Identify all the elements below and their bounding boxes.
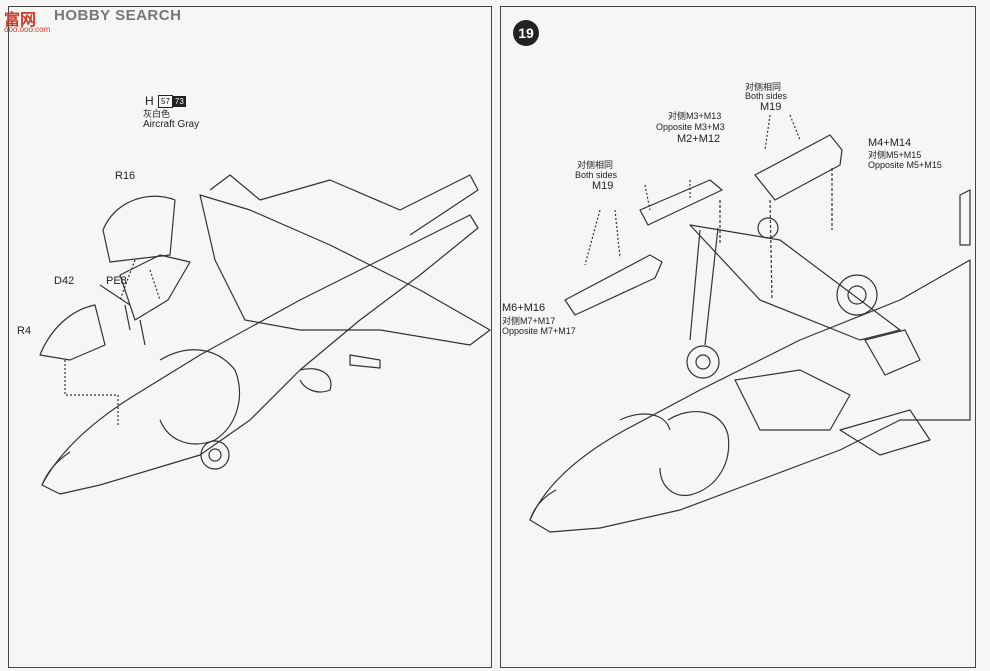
label-m19-top: M19: [760, 101, 782, 113]
left-intake: [159, 349, 241, 445]
label-m6-m16: M6+M16: [502, 302, 546, 314]
m7-cn: 对侧M7+M17: [502, 316, 556, 326]
paint-code-a: 57: [158, 95, 173, 108]
left-wing: [199, 194, 491, 346]
label-r16: R16: [115, 170, 136, 182]
paint-cn: 灰白色: [143, 109, 171, 119]
both-sides-top: Both sides: [745, 91, 788, 101]
left-canopy-r16: [102, 195, 176, 263]
part-m2: [639, 179, 723, 226]
label-m19-left: M19: [592, 180, 614, 192]
m3-opposite: Opposite M3+M3: [656, 122, 725, 132]
both-sides-left: Both sides: [575, 170, 618, 180]
step-number-badge: 19: [513, 20, 539, 46]
m7-opposite: Opposite M7+M17: [502, 326, 576, 336]
watermark-en: HOBBY SEARCH: [54, 7, 182, 24]
right-wing-up: [689, 224, 901, 341]
m3-cn: 对侧M3+M13: [668, 111, 722, 121]
paint-letter: H: [145, 94, 154, 108]
label-m2-m12: M2+M12: [677, 133, 721, 145]
left-windscreen-r4: [39, 304, 106, 361]
label-pe8: PE8: [106, 275, 127, 287]
m5-opposite: Opposite M5+M15: [868, 160, 942, 170]
label-r4: R4: [17, 325, 32, 337]
part-m4: [754, 134, 843, 201]
right-intake: [659, 411, 730, 496]
paint-name: Aircraft Gray: [143, 119, 200, 130]
watermark-url: ooo.ooo.com: [4, 25, 51, 34]
label-m4-m14: M4+M14: [868, 137, 912, 149]
both-sides-left-cn: 对侧相同: [577, 160, 614, 170]
m5-cn: 对侧M5+M15: [868, 150, 922, 160]
label-d42: D42: [54, 275, 75, 287]
left-fuselage: [41, 214, 479, 495]
part-m6: [564, 254, 663, 316]
left-nose: [41, 451, 71, 486]
left-canopy-pe8: [119, 254, 191, 321]
both-sides-top-cn: 对侧相同: [745, 82, 782, 92]
watermark-cn: 富网: [4, 12, 37, 29]
right-page-frame: [500, 6, 976, 668]
left-page-frame: [8, 6, 492, 668]
right-fuselage: [529, 259, 971, 533]
left-tail: [259, 174, 479, 236]
paint-code-b: 73: [172, 96, 186, 107]
